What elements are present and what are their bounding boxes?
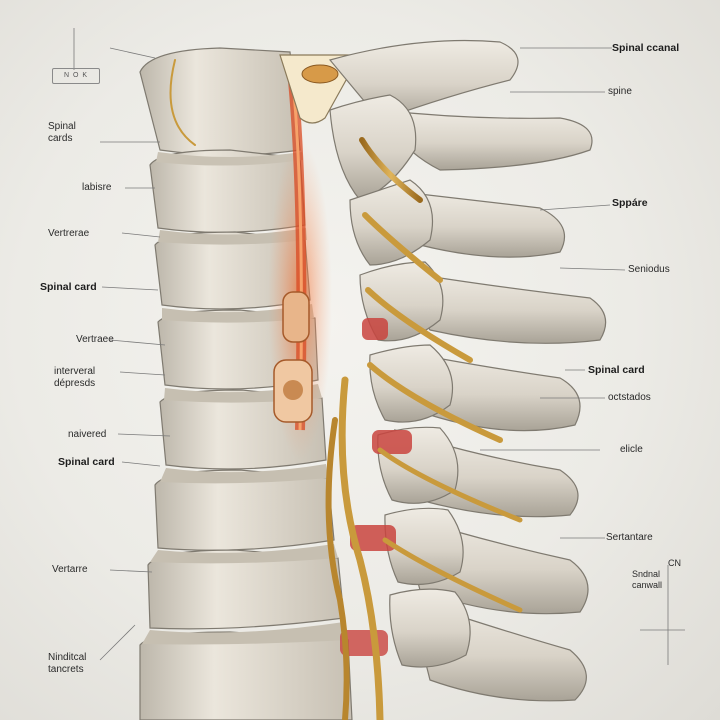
label-spinal-card-left-1: Spinal card: [40, 281, 97, 293]
label-vertrerae: Vertrerae: [48, 228, 90, 239]
spinous-processes: [328, 39, 607, 702]
spinal-nerves: [169, 59, 523, 720]
label-elicle: elicle: [620, 444, 643, 455]
label-vertraee: Vertraee: [76, 334, 114, 345]
label-spinal-ccanal: Spinal ccanal: [612, 42, 680, 54]
vertebral-bodies: [139, 47, 353, 720]
label-spine: spine: [608, 86, 632, 97]
label-spinal-card-left-2: Spinal card: [58, 456, 115, 468]
label-naivered: naivered: [68, 429, 107, 440]
label-sertantare: Sertantare: [606, 532, 653, 543]
label-octstados: octstados: [608, 392, 651, 403]
leader-lines: [73, 28, 685, 665]
header-legend-box: N O K: [52, 68, 100, 84]
label-sppare: Sppáre: [612, 197, 648, 209]
label-labisre: labisre: [82, 182, 112, 193]
label-snidnal-canwall: CN Sndnal canwall: [632, 558, 681, 590]
label-seniodus: Seniodus: [628, 264, 670, 275]
label-vertarre: Vertarre: [52, 564, 88, 575]
label-spinal-card-right: Spinal card: [588, 364, 645, 376]
spinal-cord: [268, 54, 362, 460]
